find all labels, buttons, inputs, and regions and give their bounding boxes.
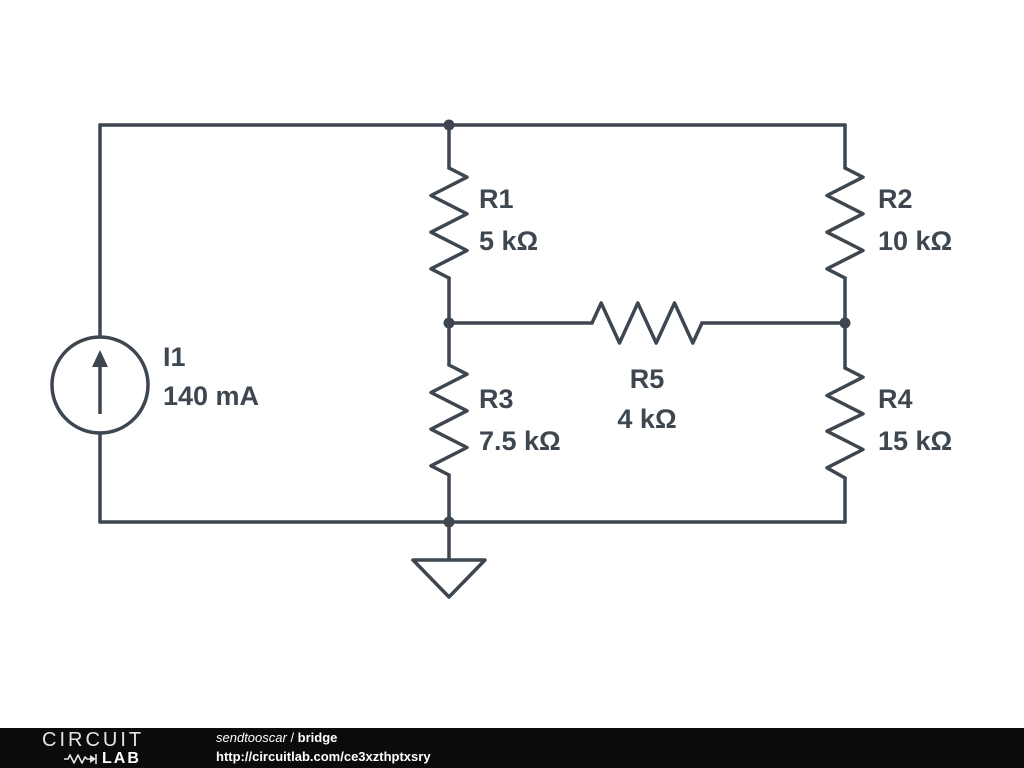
r3-value-label: 7.5 kΩ	[479, 426, 561, 456]
current-arrow-head	[92, 350, 108, 367]
node-dot-mid	[443, 317, 455, 329]
resistor-r5	[590, 301, 704, 345]
r4-name-label: R4	[878, 384, 913, 414]
resistor-r2	[825, 166, 865, 280]
r2-value-label: 10 kΩ	[878, 226, 952, 256]
ground-symbol	[411, 522, 487, 599]
r1-value-label: 5 kΩ	[479, 226, 538, 256]
node-dots	[443, 119, 851, 528]
logo-lab-text: LAB	[102, 749, 141, 767]
r5-name-label: R5	[630, 364, 665, 394]
wires	[98, 123, 847, 524]
credit-title: bridge	[297, 730, 338, 746]
credit-author: sendtooscar	[216, 730, 287, 746]
footer-bar: CIRCUIT LAB sendtooscar / bridge http://…	[0, 728, 1024, 768]
circuitlab-logo: CIRCUIT LAB	[42, 730, 192, 767]
i1-value-label: 140 mA	[163, 381, 259, 411]
r2-name-label: R2	[878, 184, 913, 214]
r3-name-label: R3	[479, 384, 514, 414]
footer-credit-block: sendtooscar / bridge http://circuitlab.c…	[216, 729, 431, 767]
resistor-r1	[429, 166, 469, 280]
resistor-logo-icon	[64, 753, 97, 764]
resistor-r3	[429, 363, 469, 477]
logo-circuit-text: CIRCUIT	[42, 728, 145, 751]
resistors	[429, 166, 865, 480]
current-source-i1	[50, 335, 150, 435]
circuit-schematic: I1 140 mA R1 5 kΩ R2 10 kΩ R3 7.5 kΩ R4 …	[50, 119, 952, 599]
r4-value-label: 15 kΩ	[878, 426, 952, 456]
node-dot-top	[443, 119, 455, 131]
i1-name-label: I1	[163, 342, 186, 372]
credit-line: sendtooscar / bridge	[216, 729, 431, 748]
share-url: http://circuitlab.com/ce3xzthptxsry	[216, 749, 431, 764]
r5-value-label: 4 kΩ	[617, 404, 676, 434]
node-dot-right	[839, 317, 851, 329]
component-labels: I1 140 mA R1 5 kΩ R2 10 kΩ R3 7.5 kΩ R4 …	[163, 184, 952, 456]
logo-bottom-row: LAB	[64, 749, 192, 767]
resistor-r4	[825, 366, 865, 480]
node-dot-bottom	[443, 516, 455, 528]
r1-name-label: R1	[479, 184, 514, 214]
credit-separator: /	[286, 730, 298, 746]
ground-triangle	[411, 558, 487, 599]
